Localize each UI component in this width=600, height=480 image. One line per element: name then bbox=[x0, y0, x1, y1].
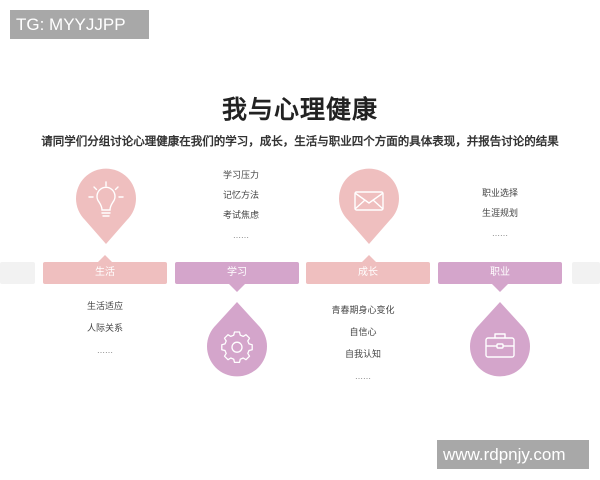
notch-life bbox=[98, 255, 112, 262]
list-life: 生活适应 人际关系 …… bbox=[69, 296, 141, 362]
category-bar-life: 生活 bbox=[43, 262, 167, 284]
pin-growth bbox=[338, 168, 400, 246]
pin-study bbox=[206, 301, 268, 377]
category-bar-career: 职业 bbox=[438, 262, 562, 284]
list-item-ellipsis: …… bbox=[97, 346, 113, 355]
page-subtitle: 请同学们分组讨论心理健康在我们的学习，成长，生活与职业四个方面的具体表现，并报告… bbox=[41, 134, 559, 148]
notch-study bbox=[229, 284, 245, 292]
notch-career bbox=[492, 284, 508, 292]
category-bar-growth: 成长 bbox=[306, 262, 430, 284]
list-item: 学习压力 bbox=[222, 171, 259, 181]
list-item: 青春期身心变化 bbox=[331, 306, 395, 316]
envelope-icon bbox=[339, 168, 399, 244]
notch-growth bbox=[362, 255, 376, 262]
watermark-top-left: TG: MYYJJPP bbox=[10, 10, 149, 39]
gear-icon bbox=[207, 302, 267, 377]
pin-career bbox=[469, 301, 531, 377]
list-item: 自信心 bbox=[349, 328, 377, 338]
edge-bar-right bbox=[572, 262, 600, 284]
list-item: 生涯规划 bbox=[481, 209, 518, 219]
page-title: 我与心理健康 bbox=[221, 95, 378, 124]
list-item: 考试焦虑 bbox=[222, 211, 259, 221]
edge-bar-left bbox=[0, 262, 35, 284]
list-item: 人际关系 bbox=[86, 324, 123, 334]
list-item: 自我认知 bbox=[344, 350, 381, 360]
lightbulb-icon bbox=[76, 168, 136, 244]
list-career: 职业选择 生涯规划 …… bbox=[464, 184, 536, 244]
category-bar-study: 学习 bbox=[175, 262, 299, 284]
watermark-bottom-right: www.rdpnjy.com bbox=[437, 440, 589, 469]
list-item-ellipsis: …… bbox=[355, 372, 371, 381]
pin-life bbox=[75, 168, 137, 246]
list-item: 记忆方法 bbox=[222, 191, 259, 201]
list-item: 职业选择 bbox=[481, 189, 518, 199]
list-study: 学习压力 记忆方法 考试焦虑 …… bbox=[205, 166, 277, 246]
list-item: 生活适应 bbox=[86, 302, 123, 312]
briefcase-icon bbox=[470, 302, 530, 377]
list-item-ellipsis: …… bbox=[492, 229, 508, 238]
list-growth: 青春期身心变化 自信心 自我认知 …… bbox=[318, 300, 408, 388]
list-item-ellipsis: …… bbox=[233, 231, 249, 240]
